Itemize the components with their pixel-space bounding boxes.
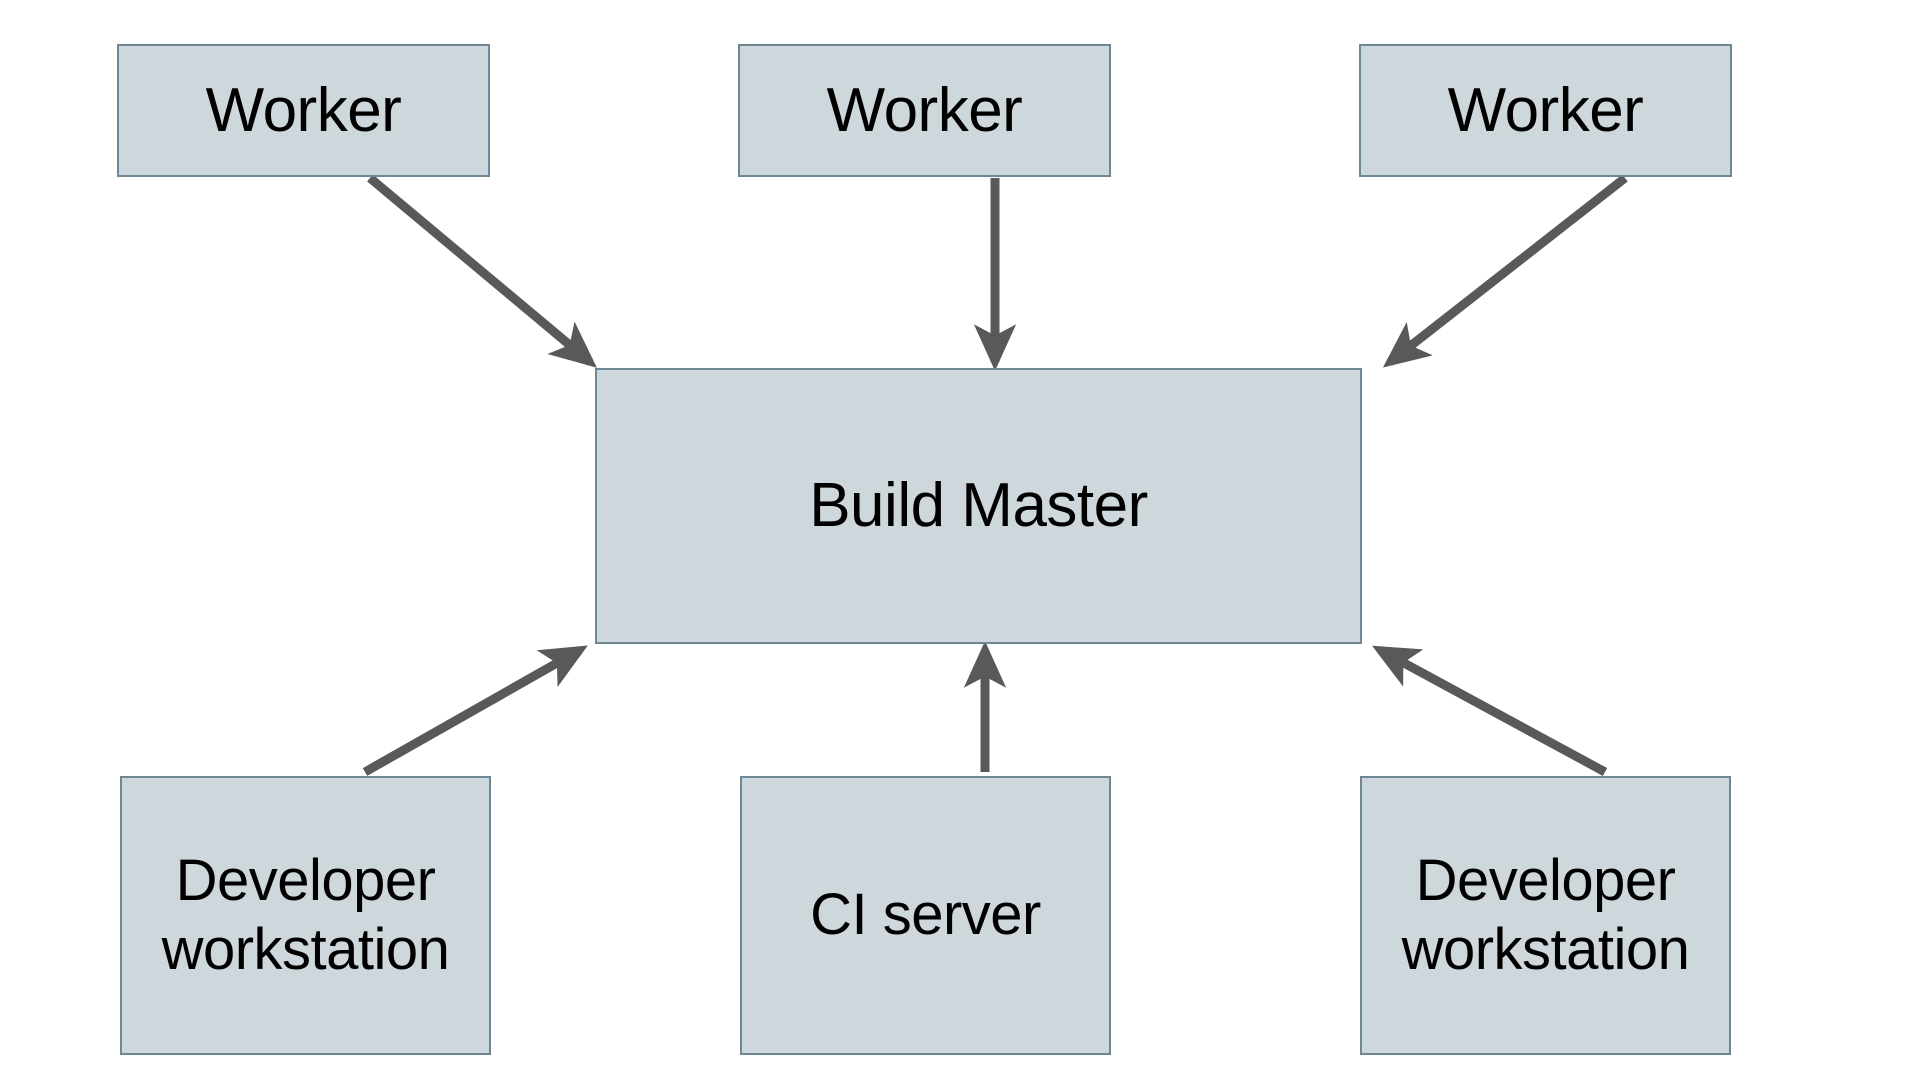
- node-worker-center[interactable]: Worker: [738, 44, 1111, 177]
- node-label: Worker: [1447, 75, 1644, 145]
- node-developer-workstation-right[interactable]: Developer workstation: [1360, 776, 1731, 1055]
- node-worker-left[interactable]: Worker: [117, 44, 490, 177]
- node-label: Worker: [205, 75, 402, 145]
- node-build-master[interactable]: Build Master: [595, 368, 1362, 644]
- edge-worker-left-to-master: [367, 174, 597, 368]
- node-ci-server[interactable]: CI server: [740, 776, 1111, 1055]
- edge-dev-left-to-master: [362, 645, 588, 776]
- node-label: Build Master: [809, 471, 1148, 541]
- node-label: Developer workstation: [161, 848, 450, 982]
- edge-worker-right-to-master: [1382, 174, 1628, 368]
- node-label: Developer workstation: [1401, 848, 1690, 982]
- edge-dev-right-to-master: [1372, 645, 1608, 776]
- node-developer-workstation-left[interactable]: Developer workstation: [120, 776, 491, 1055]
- node-label: Worker: [826, 75, 1023, 145]
- node-worker-right[interactable]: Worker: [1359, 44, 1732, 177]
- node-label: CI server: [810, 882, 1041, 948]
